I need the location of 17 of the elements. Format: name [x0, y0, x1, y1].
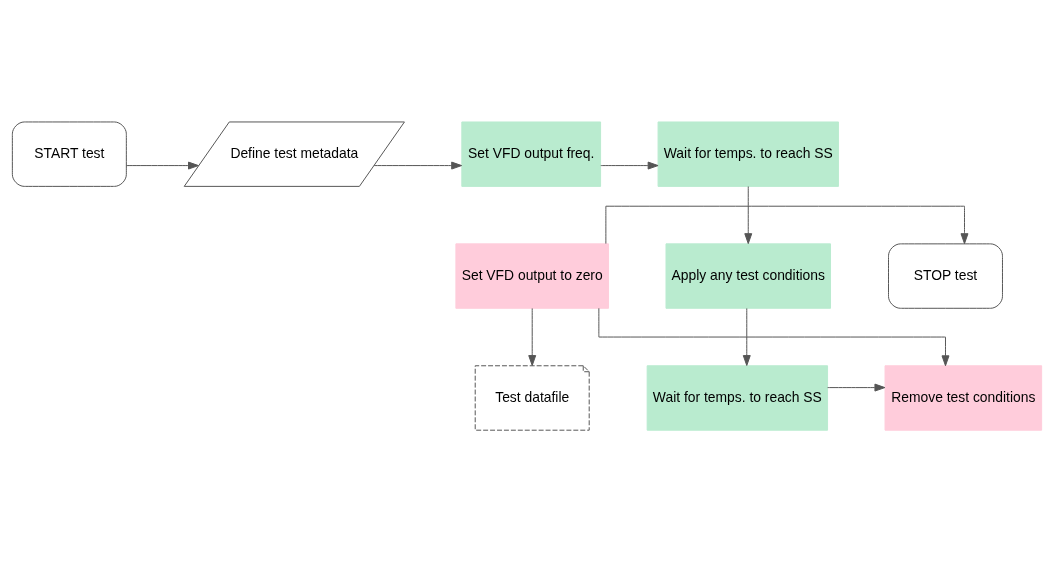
arrow [827, 383, 886, 392]
arrow [744, 186, 753, 245]
node-box: Set VFD output to zero [455, 243, 609, 309]
node-box: Wait for temps. to reach SS [657, 121, 839, 187]
node-box: START test [11, 121, 127, 187]
node-box: Set VFD output freq. [461, 121, 602, 187]
arrow [598, 307, 950, 367]
arrow [600, 161, 659, 170]
node-box: Apply any test conditions [665, 243, 831, 309]
node-box: STOP test [888, 243, 1003, 309]
arrow [528, 307, 537, 366]
arrow [125, 161, 199, 170]
node-box: Remove test conditions [884, 365, 1043, 431]
arrow [373, 161, 463, 170]
node-box: Wait for temps. to reach SS [646, 365, 829, 431]
arrow [742, 307, 751, 366]
arrow [605, 205, 969, 245]
